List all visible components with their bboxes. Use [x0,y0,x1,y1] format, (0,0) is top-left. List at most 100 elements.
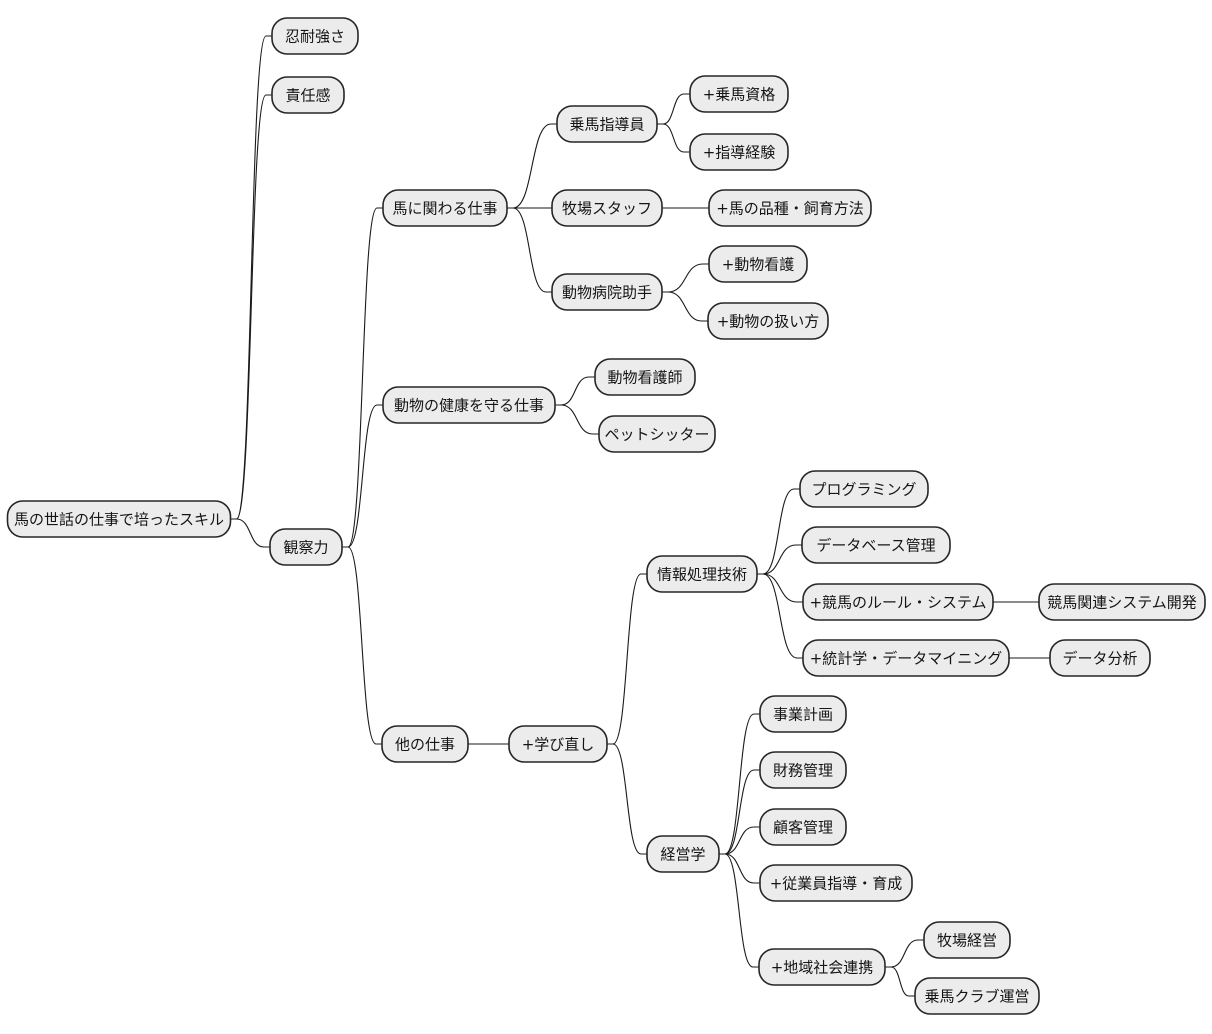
node-box-keieigaku [646,835,720,873]
node-nintai[interactable]: 忍耐強さ [271,17,359,55]
node-box-root [6,500,232,538]
node-box-bokujou-keiei [923,921,1011,959]
node-label-doubutsu-kango: +動物看護 [722,256,795,274]
node-database[interactable]: データベース管理 [801,526,951,564]
node-box-sekinin [271,76,345,114]
node-byouin-joshu[interactable]: 動物病院助手 [551,273,663,311]
node-box-nintai [271,17,359,55]
node-label-kokyaku-kanri: 顧客管理 [773,819,833,837]
node-bokujou-keiei[interactable]: 牧場経営 [923,921,1011,959]
node-box-programming [799,470,929,508]
node-label-hoka-shigoto: 他の仕事 [395,736,455,754]
node-label-doubutsu-atsukai: +動物の扱い方 [717,313,820,331]
node-uma-hinshu[interactable]: +馬の品種・飼育方法 [708,189,872,227]
node-box-database [801,526,951,564]
node-jigyou-keikaku[interactable]: 事業計画 [759,695,847,733]
node-box-jigyou-keikaku [759,695,847,733]
edge-doubutsu-kenkou-to-petsitter [554,404,600,435]
edge-jouhou-gijutsu-to-programming [756,488,801,575]
node-label-zaimu-kanri: 財務管理 [773,762,833,780]
node-programming[interactable]: プログラミング [799,470,929,508]
node-label-keiba-rule: +競馬のルール・システム [809,594,986,612]
edge-byouin-joshu-to-doubutsu-kango [661,263,710,293]
node-petsitter[interactable]: ペットシッター [598,415,716,453]
node-box-kangoshi [594,358,696,396]
node-sekinin[interactable]: 責任感 [271,76,345,114]
node-label-database: データベース管理 [816,537,935,555]
node-doubutsu-atsukai[interactable]: +動物の扱い方 [707,302,829,340]
edge-joba-shidouin-to-joba-shikaku [656,93,691,125]
node-box-doubutsu-atsukai [707,302,829,340]
edge-kansatsu-to-uma-shigoto [341,207,384,548]
node-box-joba-shikaku [689,75,789,113]
edge-kansatsu-to-doubutsu-kenkou [341,404,384,548]
node-zaimu-kanri[interactable]: 財務管理 [759,751,847,789]
node-box-chiiki-renkei [758,948,886,986]
node-hoka-shigoto[interactable]: 他の仕事 [381,725,469,763]
node-chiiki-renkei[interactable]: +地域社会連携 [758,948,886,986]
node-keiba-rule[interactable]: +競馬のルール・システム [802,583,994,621]
node-label-keiba-system: 競馬関連システム開発 [1047,594,1197,612]
node-box-jouhou-gijutsu [646,555,758,593]
node-root[interactable]: 馬の世話の仕事で培ったスキル [6,500,232,538]
edge-keieigaku-to-kokyaku-kanri [718,826,761,855]
node-label-bokujou-keiei: 牧場経営 [937,932,997,950]
node-box-kokyaku-kanri [759,808,847,846]
edge-chiiki-renkei-to-club-unei [884,966,916,997]
node-joba-shidouin[interactable]: 乗馬指導員 [556,105,658,143]
node-shidou-keiken[interactable]: +指導経験 [689,133,789,171]
node-box-joba-shidouin [556,105,658,143]
node-manabi-naoshi[interactable]: +学び直し [508,725,608,763]
node-label-shidou-keiken: +指導経験 [703,144,776,162]
node-doubutsu-kango[interactable]: +動物看護 [708,245,808,283]
edge-root-to-kansatsu [229,518,271,548]
edge-root-to-sekinin [229,94,273,520]
node-box-juugyouin [759,864,913,902]
node-kansatsu[interactable]: 観察力 [269,528,343,566]
node-kokyaku-kanri[interactable]: 顧客管理 [759,808,847,846]
node-data-bunseki[interactable]: データ分析 [1049,639,1151,677]
node-label-nintai: 忍耐強さ [285,28,345,46]
node-label-jigyou-keikaku: 事業計画 [773,706,833,724]
node-club-unei[interactable]: 乗馬クラブ運営 [914,977,1040,1015]
node-label-club-unei: 乗馬クラブ運営 [924,988,1029,1006]
edges-layer [229,35,1051,997]
node-label-uma-hinshu: +馬の品種・飼育方法 [716,200,864,218]
edge-keieigaku-to-juugyouin [718,853,761,884]
edge-jouhou-gijutsu-to-keiba-rule [756,573,804,603]
edge-chiiki-renkei-to-bokujou-keiei [884,939,925,968]
node-toukei[interactable]: +統計学・データマイニング [802,639,1010,677]
node-juugyouin[interactable]: +従業員指導・育成 [759,864,913,902]
edge-manabi-naoshi-to-keieigaku [606,743,648,855]
node-kangoshi[interactable]: 動物看護師 [594,358,696,396]
edge-joba-shidouin-to-shidou-keiken [656,123,691,153]
node-box-manabi-naoshi [508,725,608,763]
node-label-kansatsu: 観察力 [283,539,328,557]
node-label-keieigaku: 経営学 [660,846,705,864]
node-label-kangoshi: 動物看護師 [607,369,682,387]
edge-jouhou-gijutsu-to-database [756,544,803,575]
node-box-kansatsu [269,528,343,566]
edge-kansatsu-to-hoka-shigoto [341,546,383,745]
node-joba-shikaku[interactable]: +乗馬資格 [689,75,789,113]
node-label-manabi-naoshi: +学び直し [522,736,595,754]
node-keieigaku[interactable]: 経営学 [646,835,720,873]
node-box-shidou-keiken [689,133,789,171]
node-label-petsitter: ペットシッター [604,426,709,444]
edge-root-to-nintai [229,35,273,520]
edge-keieigaku-to-chiiki-renkei [718,853,760,968]
node-label-root: 馬の世話の仕事で培ったスキル [14,511,224,529]
node-jouhou-gijutsu[interactable]: 情報処理技術 [646,555,758,593]
edge-doubutsu-kenkou-to-kangoshi [554,376,596,406]
node-box-uma-hinshu [708,189,872,227]
node-box-keiba-system [1038,583,1206,621]
node-bokujou-staff[interactable]: 牧場スタッフ [551,189,663,227]
node-doubutsu-kenkou[interactable]: 動物の健康を守る仕事 [382,386,556,424]
node-uma-shigoto[interactable]: 馬に関わる仕事 [382,189,508,227]
node-box-keiba-rule [802,583,994,621]
edge-uma-shigoto-to-byouin-joshu [506,207,553,293]
node-keiba-system[interactable]: 競馬関連システム開発 [1038,583,1206,621]
